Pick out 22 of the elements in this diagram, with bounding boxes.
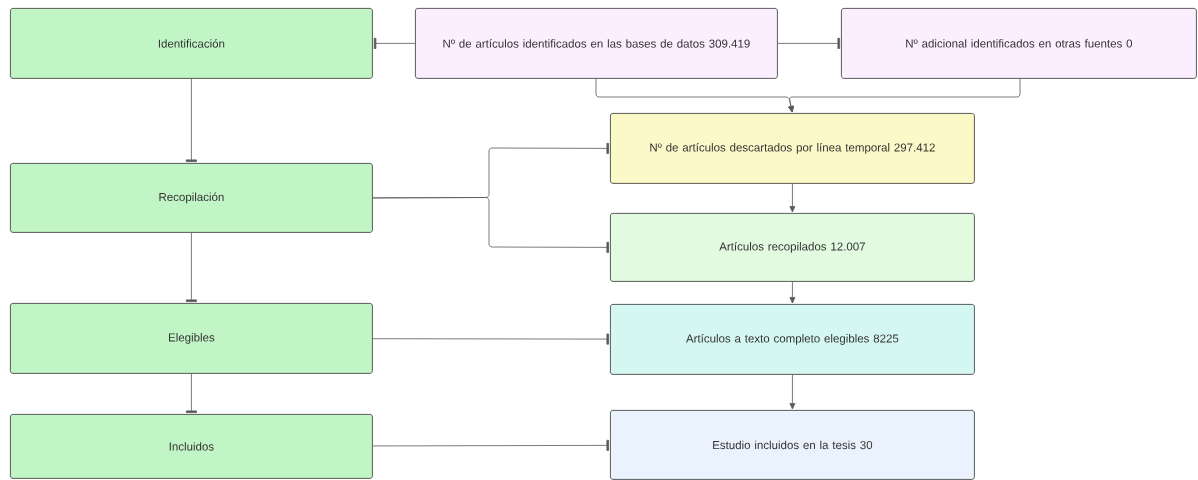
process-box: Artículos recopilados 12.007	[610, 213, 975, 282]
connector	[789, 281, 796, 304]
connector	[372, 439, 609, 451]
process-box: Identificación	[10, 8, 373, 79]
connector	[372, 197, 610, 253]
connector	[185, 78, 197, 162]
connector	[185, 232, 197, 302]
connector	[788, 78, 1021, 113]
process-box: Recopilación	[10, 163, 373, 233]
connector	[373, 37, 416, 49]
connector	[372, 333, 609, 345]
process-box: Estudio incluidos en la tesis 30	[610, 410, 975, 480]
connector	[789, 183, 796, 213]
connector	[777, 37, 840, 49]
connector	[789, 374, 796, 410]
process-box: Incluidos	[10, 414, 373, 479]
connector	[185, 373, 197, 413]
process-box: Nº de artículos descartados por línea temporal 297.412	[610, 113, 975, 184]
process-box: Elegibles	[10, 303, 373, 374]
process-box: Nº adicional identificados en otras fuentes 0	[841, 8, 1197, 79]
process-box: Artículos a texto completo elegibles 8225	[610, 304, 975, 375]
process-box: Nº de artículos identificados en las bases de datos 309.419	[415, 8, 778, 79]
